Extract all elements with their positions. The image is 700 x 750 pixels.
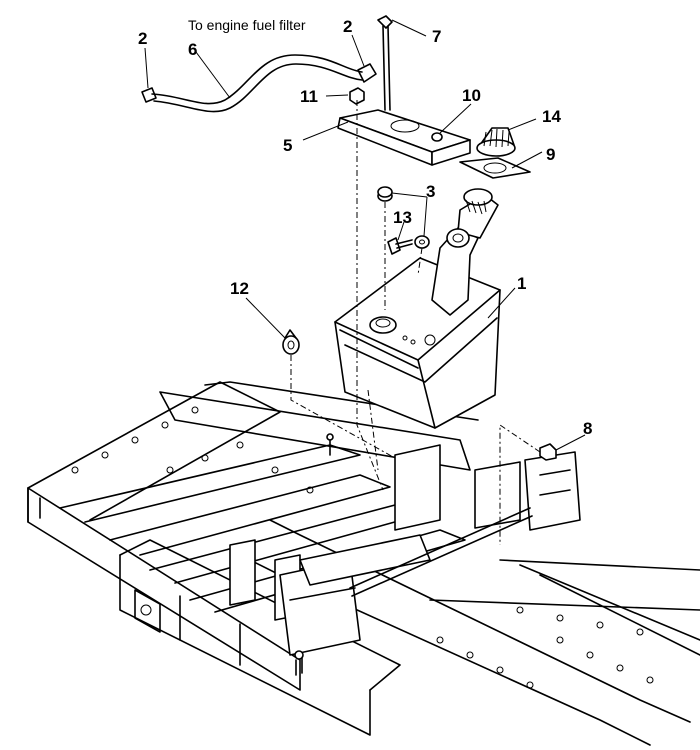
bolt	[387, 237, 413, 255]
hose-clamp	[282, 329, 300, 355]
callout-1: 1	[517, 274, 526, 293]
alignment-lines	[290, 100, 541, 545]
leader-lines	[144, 19, 586, 451]
callout-9: 9	[546, 145, 555, 164]
fuel-filter-note: To engine fuel filter	[188, 17, 306, 33]
tank-bracket	[337, 109, 471, 166]
callout-8: 8	[583, 419, 592, 438]
nut-small	[431, 132, 443, 142]
callout-2-left: 2	[138, 29, 147, 48]
fuel-tank	[334, 188, 501, 429]
callout-7: 7	[432, 27, 441, 46]
hose-fitting-left	[141, 87, 157, 103]
callout-6: 6	[188, 40, 197, 59]
fuel-pickup-tube	[377, 15, 393, 111]
callout-12: 12	[230, 279, 249, 298]
callout-3: 3	[426, 182, 435, 201]
callout-13: 13	[393, 208, 412, 227]
nut	[349, 87, 365, 105]
grommet	[377, 186, 393, 202]
fuel-hose	[151, 54, 363, 113]
hose-fitting-right	[357, 63, 377, 83]
callout-10: 10	[462, 86, 481, 105]
callout-labels: 2 6 2 7 11 10 5 14 9 3 13 12 1 8	[138, 17, 592, 438]
gasket	[459, 157, 531, 179]
end-cap	[539, 443, 557, 461]
callout-14: 14	[542, 107, 561, 126]
frame-holes	[71, 406, 654, 689]
chassis-frame	[27, 381, 700, 746]
callout-5: 5	[283, 136, 292, 155]
callout-2-right: 2	[343, 17, 352, 36]
fuel-cap	[476, 127, 516, 157]
callout-11: 11	[300, 87, 318, 106]
washer	[414, 235, 430, 249]
